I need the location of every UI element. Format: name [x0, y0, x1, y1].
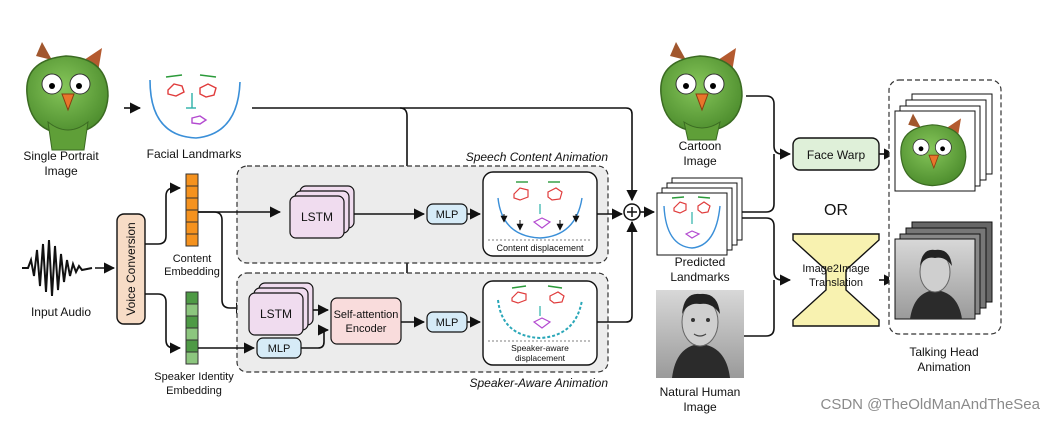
image2image-label-1: Image2Image — [802, 263, 869, 275]
mlp-top-label: MLP — [436, 209, 459, 221]
natural-human-label-2: Image — [683, 400, 717, 414]
self-attention-label-2: Encoder — [346, 323, 387, 335]
voice-conversion-label: Voice Conversion — [124, 222, 138, 315]
lstm-top-label: LSTM — [301, 210, 333, 224]
speaker-embedding-label-1: Speaker Identity — [154, 371, 234, 383]
self-attention-encoder-block — [330, 297, 402, 345]
single-portrait-image — [26, 42, 109, 151]
predicted-landmarks-label-1: Predicted — [675, 255, 726, 269]
line-landmarks-to-face-warp — [742, 154, 775, 213]
arrow-mlp-speaker-to-attention — [301, 324, 330, 349]
image2image-label-2: Translation — [809, 277, 863, 289]
content-embedding-vector — [185, 173, 199, 247]
line-landmarks-to-image2image — [742, 217, 792, 286]
speaker-aware-displacement-landmarks — [497, 285, 583, 340]
lstm-bottom-block — [248, 282, 314, 336]
speaker-aware-animation-title: Speaker-Aware Animation — [469, 376, 608, 390]
line-content-embedding-to-lstm-bottom — [198, 211, 248, 314]
line-speaker-displacement-to-sum — [597, 220, 638, 323]
cartoon-image-label-2: Image — [683, 154, 717, 168]
content-embedding-label-2: Embedding — [164, 266, 220, 278]
content-embedding-label-1: Content — [173, 253, 212, 265]
sum-node-icon — [623, 203, 641, 221]
facial-landmarks-image — [149, 74, 241, 139]
self-attention-label-1: Self-attention — [334, 309, 399, 321]
input-audio-label: Input Audio — [31, 305, 91, 319]
content-displacement-landmarks — [497, 181, 583, 239]
or-label: OR — [824, 202, 848, 219]
single-portrait-label-1: Single Portrait — [23, 149, 99, 163]
line-cartoon-to-face-warp — [746, 95, 792, 160]
cartoon-image-label-1: Cartoon — [679, 139, 722, 153]
mlp-speaker-label: MLP — [268, 343, 291, 355]
natural-human-image — [656, 290, 744, 378]
speaker-embedding-label-2: Embedding — [166, 385, 222, 397]
image2image-translation-block — [792, 233, 880, 327]
line-human-to-image2image — [744, 280, 775, 337]
predicted-landmarks-label-2: Landmarks — [670, 270, 729, 284]
facial-landmarks-label: Facial Landmarks — [147, 147, 242, 161]
single-portrait-label-2: Image — [44, 164, 78, 178]
cartoon-animation-frames — [894, 93, 993, 192]
speaker-displacement-label-2: displacement — [515, 353, 566, 363]
mlp-bottom-label: MLP — [436, 317, 459, 329]
line-landmarks-to-sum — [252, 107, 638, 202]
speech-content-animation-title: Speech Content Animation — [466, 150, 609, 164]
lstm-bottom-label: LSTM — [260, 307, 292, 321]
voice-conversion-block — [116, 213, 146, 325]
natural-human-label-1: Natural Human — [660, 385, 741, 399]
speaker-identity-embedding-vector — [185, 291, 199, 365]
content-displacement-label: Content displacement — [496, 243, 584, 253]
audio-waveform-icon — [22, 239, 93, 297]
cartoon-image — [660, 42, 743, 141]
human-animation-frames — [894, 221, 993, 320]
watermark-text: CSDN @TheOldManAndTheSea — [821, 396, 1041, 413]
lstm-top-block — [289, 185, 355, 239]
predicted-landmarks-stack — [656, 177, 743, 256]
line-vc-to-content-embedding — [145, 182, 182, 245]
speaker-displacement-label-1: Speaker-aware — [511, 343, 569, 353]
line-vc-to-speaker-embedding — [145, 293, 182, 354]
talking-head-label-2: Animation — [917, 360, 970, 374]
talking-head-label-1: Talking Head — [909, 345, 978, 359]
speaker-aware-displacement-box — [482, 280, 598, 366]
face-warp-label: Face Warp — [807, 148, 866, 162]
